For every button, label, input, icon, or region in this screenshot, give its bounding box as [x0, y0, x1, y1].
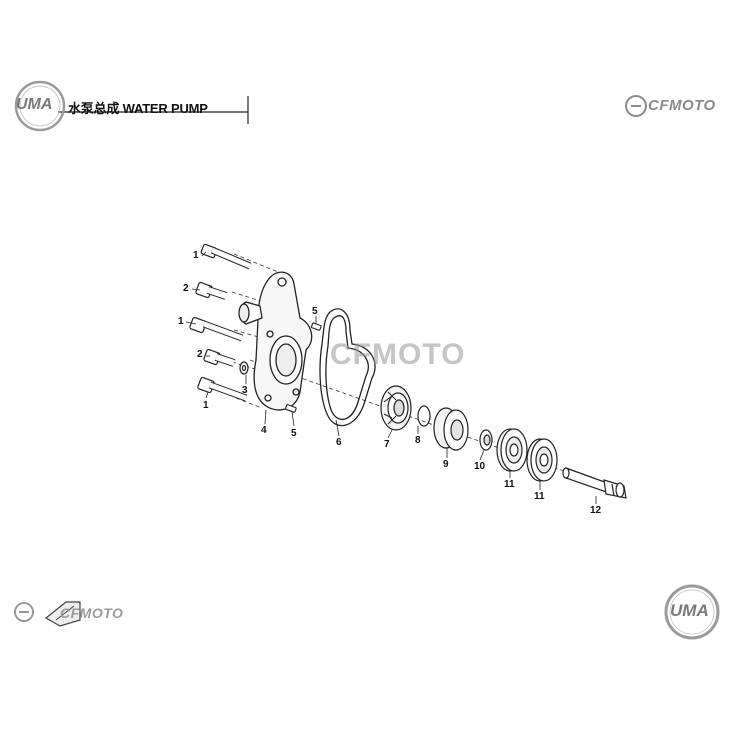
callout-part-4: 4 [261, 425, 267, 436]
callout-part-5: 5 [312, 306, 318, 317]
cfmoto-logo-bottom-left [14, 601, 81, 627]
bolt-part-1-top [200, 243, 252, 270]
cfmoto-logo-top-right-text: CFMOTO [648, 97, 716, 114]
bolt-part-1-bottom [197, 376, 248, 402]
washer-part-10 [479, 429, 493, 451]
uma-logo-bottom-right [664, 584, 720, 640]
callout-part-5: 5 [291, 428, 297, 439]
shaft-part-12 [562, 467, 627, 499]
seal-part-9 [433, 407, 469, 451]
callout-part-1: 1 [178, 316, 184, 327]
callout-part-2: 2 [183, 283, 189, 294]
bolt-part-1-middle [189, 316, 244, 342]
callout-part-6: 6 [336, 437, 342, 448]
callout-part-12: 12 [590, 505, 602, 516]
bolt-group [189, 243, 252, 402]
cfmoto-center-watermark: CFMOTO [330, 338, 466, 371]
callout-part-11: 11 [534, 491, 545, 502]
callout-part-2: 2 [197, 349, 203, 360]
washer-part-3 [239, 361, 249, 375]
bearing-part-11-b [526, 438, 558, 482]
uma-logo-top-left-text: UMA [16, 96, 53, 113]
title-frame [58, 96, 249, 124]
bolt-part-2-lower [203, 348, 236, 367]
callout-part-9: 9 [443, 459, 449, 470]
impeller-part-7 [380, 385, 412, 431]
callout-part-11: 11 [504, 479, 515, 490]
uma-logo-bottom-right-text: UMA [670, 601, 709, 620]
callout-part-3: 3 [242, 385, 248, 396]
gasket-part-6 [319, 308, 376, 427]
oring-part-8 [417, 405, 431, 427]
callout-part-1: 1 [203, 400, 209, 411]
bolt-part-2-upper [195, 281, 228, 300]
bearing-part-11-a [496, 428, 528, 472]
cfmoto-logo-top-right [625, 95, 647, 117]
callout-part-8: 8 [415, 435, 421, 446]
callout-part-10: 10 [474, 461, 486, 472]
leader-lines [185, 251, 597, 504]
pump-cover-part-4 [238, 271, 313, 411]
diagram-title: 水泵总成 WATER PUMP [68, 101, 208, 116]
callout-part-1: 1 [193, 250, 199, 261]
pin-part-5 [285, 322, 322, 413]
uma-logo-top-left [14, 80, 66, 132]
callout-part-7: 7 [384, 439, 390, 450]
cfmoto-logo-bottom-left-text: CFMOTO [60, 605, 124, 621]
